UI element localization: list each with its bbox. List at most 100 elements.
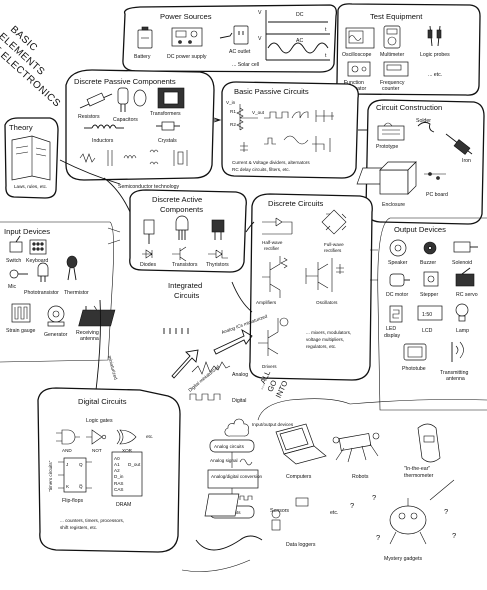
svg-text:V_in: V_in bbox=[226, 100, 236, 105]
svg-text:RAS: RAS bbox=[114, 481, 123, 486]
svg-text:R2: R2 bbox=[230, 122, 236, 127]
mic-icon bbox=[9, 269, 28, 279]
svg-text:Laws, rules, etc.: Laws, rules, etc. bbox=[14, 184, 47, 189]
book-icon bbox=[11, 135, 51, 181]
svg-text:DRAM: DRAM bbox=[116, 502, 131, 508]
generator-icon bbox=[47, 305, 65, 327]
soldering-iron-icon bbox=[445, 133, 473, 155]
svg-text:shift registers, etc.: shift registers, etc. bbox=[60, 525, 97, 530]
svg-text:R1: R1 bbox=[230, 109, 236, 114]
svg-text:Amplifiers: Amplifiers bbox=[256, 300, 277, 305]
robot-icon bbox=[332, 432, 380, 463]
svg-text:Logic probes: Logic probes bbox=[420, 52, 450, 58]
svg-text:DC power supply: DC power supply bbox=[167, 54, 207, 60]
thyristor-icons bbox=[208, 219, 228, 259]
svg-text:t: t bbox=[325, 53, 327, 59]
svg-text:Capacitors: Capacitors bbox=[113, 117, 138, 123]
thermistor-icon bbox=[66, 255, 78, 281]
svg-text:V: V bbox=[258, 36, 262, 42]
svg-text:?: ? bbox=[350, 501, 354, 510]
svg-text:K: K bbox=[66, 484, 70, 489]
not-gate-symbol bbox=[86, 429, 107, 445]
computer-icon bbox=[275, 423, 327, 465]
and-gate-symbol bbox=[56, 429, 80, 445]
svg-text:?: ? bbox=[444, 507, 448, 516]
passive-circuits-heading: Basic Passive Circuits bbox=[234, 87, 309, 96]
svg-text:F: F bbox=[344, 80, 347, 86]
circuit-construction-section: Circuit Construction Prototype Solder Ir… bbox=[356, 99, 485, 225]
switch-icon bbox=[9, 235, 23, 253]
stepper-motor-icon bbox=[423, 271, 439, 287]
svg-text:Discrete Active: Discrete Active bbox=[152, 195, 202, 204]
svg-text:t: t bbox=[325, 27, 327, 33]
circuit-construction-heading: Circuit Construction bbox=[376, 103, 442, 112]
full-wave-rectifier-schematic bbox=[321, 209, 347, 235]
svg-text:Solenoid: Solenoid bbox=[452, 260, 472, 266]
question-mark-icons: ? ? ? ? ? bbox=[350, 493, 456, 542]
svg-text:Analog/digital conversion: Analog/digital conversion bbox=[211, 474, 263, 479]
svg-text:Crystals: Crystals bbox=[158, 138, 177, 144]
svg-text:A2: A2 bbox=[114, 468, 120, 473]
svg-text:Logic gates: Logic gates bbox=[86, 418, 113, 424]
svg-text:Circuits: Circuits bbox=[174, 291, 200, 300]
flow-arrows bbox=[59, 117, 378, 391]
svg-text:Resistors: Resistors bbox=[78, 114, 100, 120]
amplifier-schematic bbox=[262, 256, 288, 298]
digital-circuits-section: Digital Circuits Logic gates AND NOT XOR… bbox=[37, 387, 181, 553]
svg-text:Diodes: Diodes bbox=[140, 262, 157, 268]
svg-text:... etc.: ... etc. bbox=[428, 72, 442, 78]
crystal-icon bbox=[156, 121, 180, 131]
svg-text:Buzzer: Buzzer bbox=[420, 260, 436, 266]
svg-text:etc.: etc. bbox=[146, 434, 153, 439]
output-devices-section: Output Devices Speaker Buzzer Solenoid D… bbox=[377, 217, 487, 411]
svg-text:Enclosure: Enclosure bbox=[382, 202, 405, 208]
svg-text:RC servo: RC servo bbox=[456, 292, 478, 298]
test-equipment-heading: Test Equipment bbox=[370, 12, 423, 21]
dc-ac-voltage-graph: V V t t DC AC bbox=[258, 10, 330, 61]
function-generator-icon bbox=[347, 61, 371, 77]
rc-waveforms bbox=[240, 110, 334, 152]
svg-text:Generator: Generator bbox=[44, 332, 68, 338]
power-sources-heading: Power Sources bbox=[160, 12, 212, 21]
applications-section: Computers Robots "In-the-ear"thermometer… bbox=[181, 398, 487, 572]
oscilloscope-icon bbox=[345, 27, 375, 49]
passive-circuits-section: Basic Passive Circuits V_in R1 R2 V_out … bbox=[221, 81, 359, 179]
svg-text:Integrated: Integrated bbox=[168, 281, 202, 290]
svg-text:PC board: PC board bbox=[426, 192, 448, 198]
svg-text:1:50: 1:50 bbox=[422, 312, 432, 318]
svg-text:Mic: Mic bbox=[8, 284, 16, 290]
svg-text:Flip-flops: Flip-flops bbox=[62, 498, 83, 504]
svg-text:Phototransistor: Phototransistor bbox=[24, 290, 59, 296]
semiconductor-label: Semiconductor technology bbox=[118, 184, 180, 190]
svg-text:DC: DC bbox=[296, 12, 304, 18]
svg-text:Thyristors: Thyristors bbox=[206, 262, 229, 268]
enclosure-icon bbox=[379, 161, 417, 195]
inductor-icon bbox=[84, 124, 124, 130]
resistor-icon bbox=[79, 92, 113, 109]
svg-text:... Solar cell: ... Solar cell bbox=[232, 62, 259, 68]
svg-text:AC outlet: AC outlet bbox=[229, 49, 251, 55]
theory-section: Theory Laws, rules, etc. bbox=[4, 117, 59, 199]
passive-components-heading: Discrete Passive Components bbox=[74, 77, 176, 86]
svg-text:Data loggers: Data loggers bbox=[286, 542, 316, 548]
buzzer-icon bbox=[423, 241, 437, 255]
svg-text:Transformers: Transformers bbox=[150, 111, 181, 117]
diode-icons bbox=[142, 219, 155, 259]
xor-gate-symbol bbox=[116, 429, 137, 445]
svg-text:A0: A0 bbox=[114, 456, 120, 461]
svg-text:voltage multipliers,: voltage multipliers, bbox=[306, 337, 344, 342]
svg-text:Phototube: Phototube bbox=[402, 366, 426, 372]
svg-text:etc.: etc. bbox=[330, 510, 338, 516]
flip-flop-symbol: J K Q Q̅ bbox=[58, 457, 92, 493]
svg-text:NOT: NOT bbox=[92, 448, 102, 453]
svg-text:Strain gauge: Strain gauge bbox=[6, 328, 36, 334]
svg-text:Lamp: Lamp bbox=[456, 328, 469, 334]
output-devices-heading: Output Devices bbox=[394, 225, 446, 234]
svg-text:CAS: CAS bbox=[114, 487, 123, 492]
half-wave-rectifier-schematic bbox=[262, 217, 293, 235]
